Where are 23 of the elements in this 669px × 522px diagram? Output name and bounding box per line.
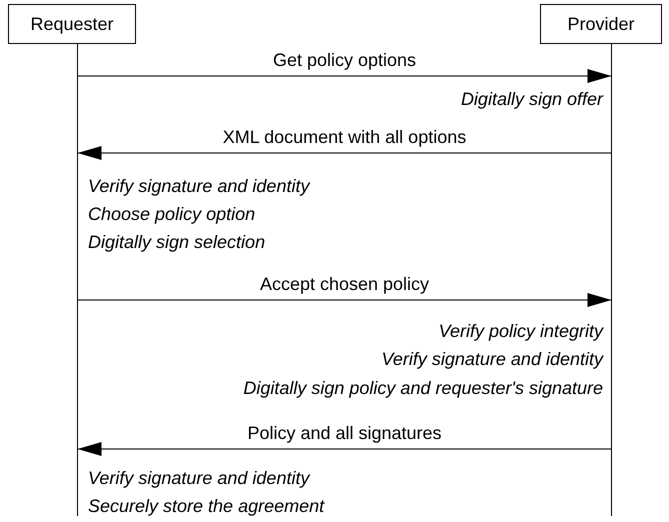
message-label: Get policy options: [272, 50, 416, 70]
message-arrow: [77, 69, 612, 83]
action-note: Verify policy integrity: [438, 321, 603, 341]
message-label: Accept chosen policy: [260, 274, 430, 294]
message-label: Policy and all signatures: [247, 423, 442, 443]
participant-name: Provider: [567, 14, 635, 34]
message-label: XML document with all options: [222, 127, 466, 147]
message-arrow: [77, 293, 612, 307]
action-note: Digitally sign policy and requester's signature: [243, 378, 603, 398]
action-note: Verify signature and identity: [88, 468, 310, 488]
action-note: Digitally sign offer: [460, 89, 603, 109]
participant-box: [540, 4, 662, 44]
participant-box: [8, 4, 136, 44]
action-note: Securely store the agreement: [88, 496, 324, 516]
lifeline: [77, 44, 78, 516]
action-note: Digitally sign selection: [88, 232, 266, 252]
participant-name: Requester: [30, 14, 114, 34]
lifeline: [611, 44, 612, 516]
action-note: Verify signature and identity: [88, 176, 310, 196]
message-arrow: [77, 146, 612, 160]
message-arrow: [77, 442, 612, 456]
action-note: Choose policy option: [88, 204, 256, 224]
action-note: Verify signature and identity: [382, 349, 603, 369]
